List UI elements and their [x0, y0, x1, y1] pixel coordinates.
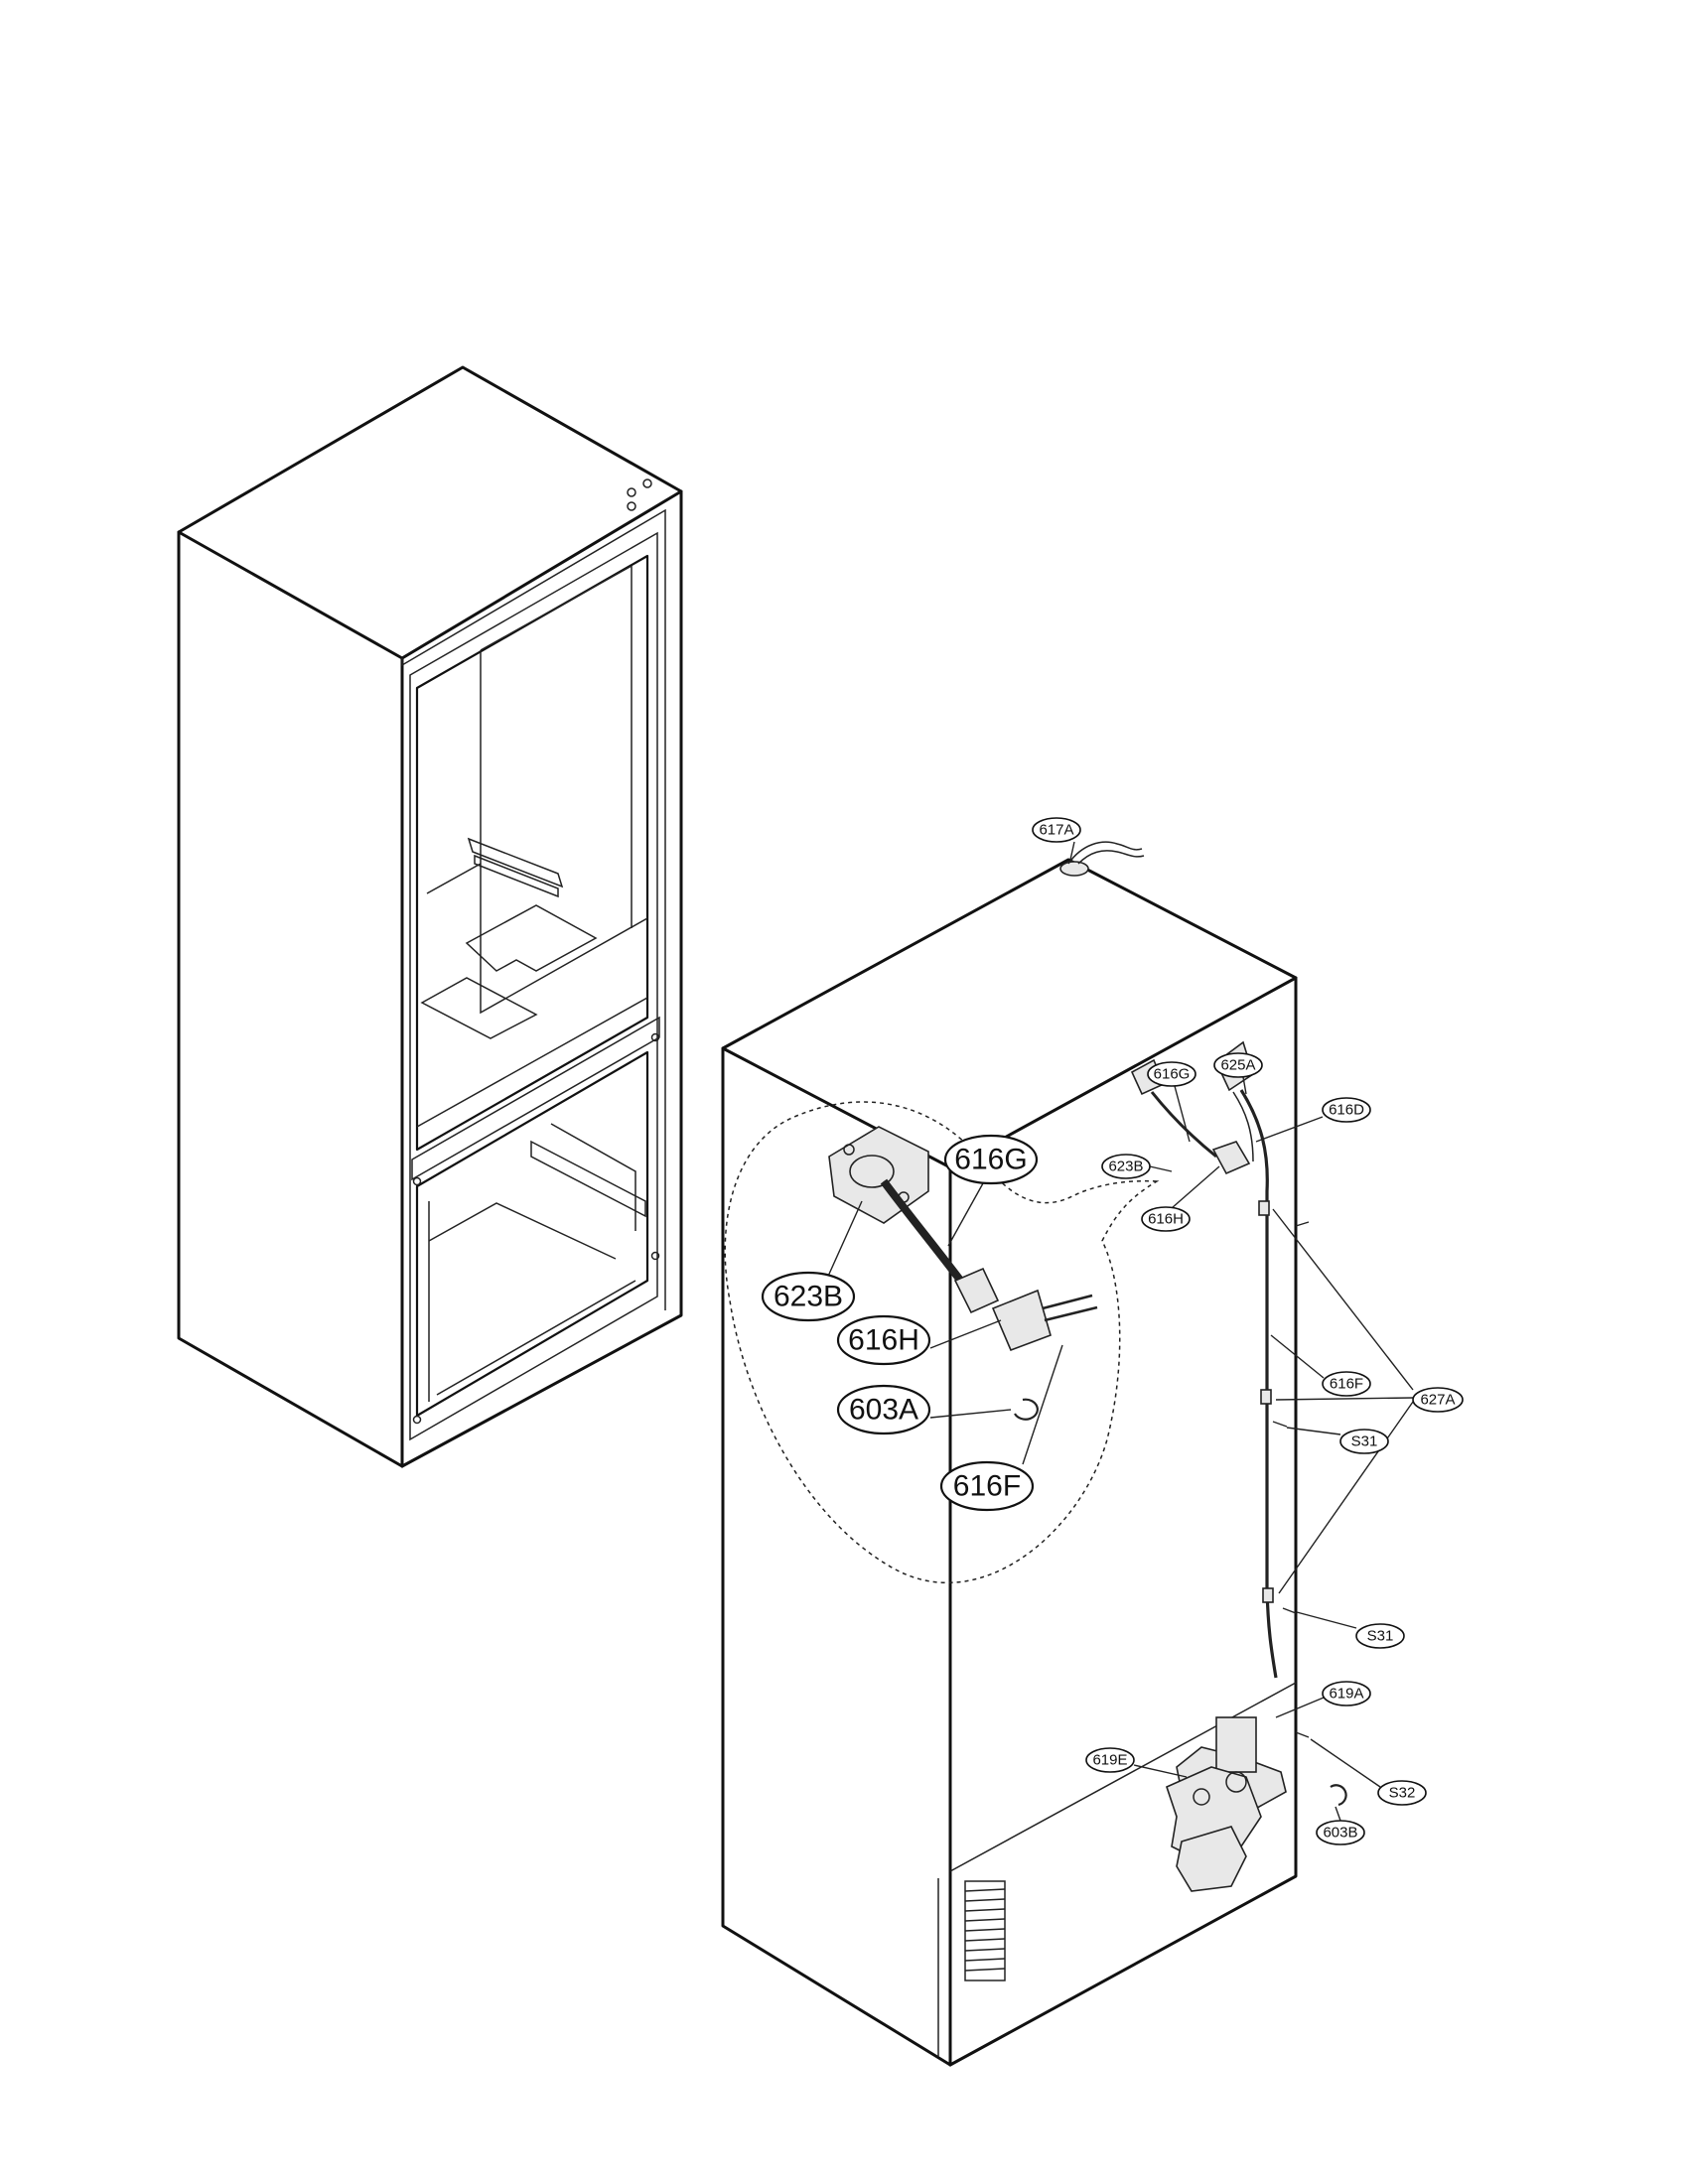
- svg-text:616G: 616G: [1154, 1066, 1191, 1083]
- svg-text:616G: 616G: [954, 1144, 1027, 1176]
- svg-text:603B: 603B: [1323, 1825, 1357, 1842]
- callout-S31-upper: S31: [1339, 1429, 1389, 1454]
- callout-616H-large: 616H: [836, 1314, 931, 1366]
- callout-623B-large: 623B: [761, 1271, 856, 1322]
- callout-617A: 617A: [1032, 817, 1081, 843]
- svg-text:S31: S31: [1367, 1628, 1394, 1645]
- detail-magnified-view: [724, 1101, 1160, 1584]
- svg-text:617A: 617A: [1039, 822, 1073, 839]
- svg-text:616F: 616F: [953, 1470, 1021, 1503]
- svg-text:S31: S31: [1351, 1433, 1378, 1450]
- callout-623B-small: 623B: [1101, 1154, 1151, 1179]
- rear-cabinet-drawing: [721, 841, 1347, 2067]
- svg-text:S32: S32: [1389, 1785, 1416, 1802]
- water-valve-assembly: [1166, 1716, 1287, 1892]
- svg-text:625A: 625A: [1220, 1057, 1255, 1074]
- svg-text:619A: 619A: [1329, 1686, 1363, 1703]
- callout-616F-large: 616F: [939, 1460, 1035, 1512]
- svg-text:627A: 627A: [1420, 1392, 1455, 1409]
- compressor-vent: [964, 1880, 1006, 1981]
- callout-S31-lower: S31: [1355, 1623, 1405, 1649]
- svg-text:616H: 616H: [848, 1324, 919, 1357]
- screws: [1272, 1221, 1310, 1738]
- svg-text:616F: 616F: [1330, 1376, 1363, 1393]
- callout-627A: 627A: [1412, 1387, 1464, 1413]
- leader-lines: [825, 841, 1414, 1822]
- callout-603A-large: 603A: [836, 1384, 931, 1435]
- callout-619A: 619A: [1322, 1681, 1371, 1706]
- svg-text:623B: 623B: [1108, 1159, 1143, 1175]
- svg-text:603A: 603A: [849, 1394, 918, 1427]
- svg-text:616D: 616D: [1329, 1102, 1364, 1119]
- callout-619E: 619E: [1085, 1747, 1135, 1773]
- callout-625A: 625A: [1213, 1052, 1263, 1078]
- callout-603B: 603B: [1316, 1820, 1365, 1845]
- callout-616F-small: 616F: [1322, 1371, 1371, 1397]
- callout-616G-small: 616G: [1147, 1061, 1196, 1087]
- svg-text:616H: 616H: [1148, 1211, 1184, 1228]
- callout-616D: 616D: [1322, 1097, 1371, 1123]
- callout-S32: S32: [1377, 1780, 1427, 1806]
- callout-616H-small: 616H: [1141, 1206, 1191, 1232]
- front-cabinet-drawing: [177, 365, 683, 1468]
- svg-text:619E: 619E: [1092, 1752, 1127, 1769]
- callout-616G-large: 616G: [943, 1134, 1039, 1185]
- svg-text:623B: 623B: [774, 1281, 843, 1313]
